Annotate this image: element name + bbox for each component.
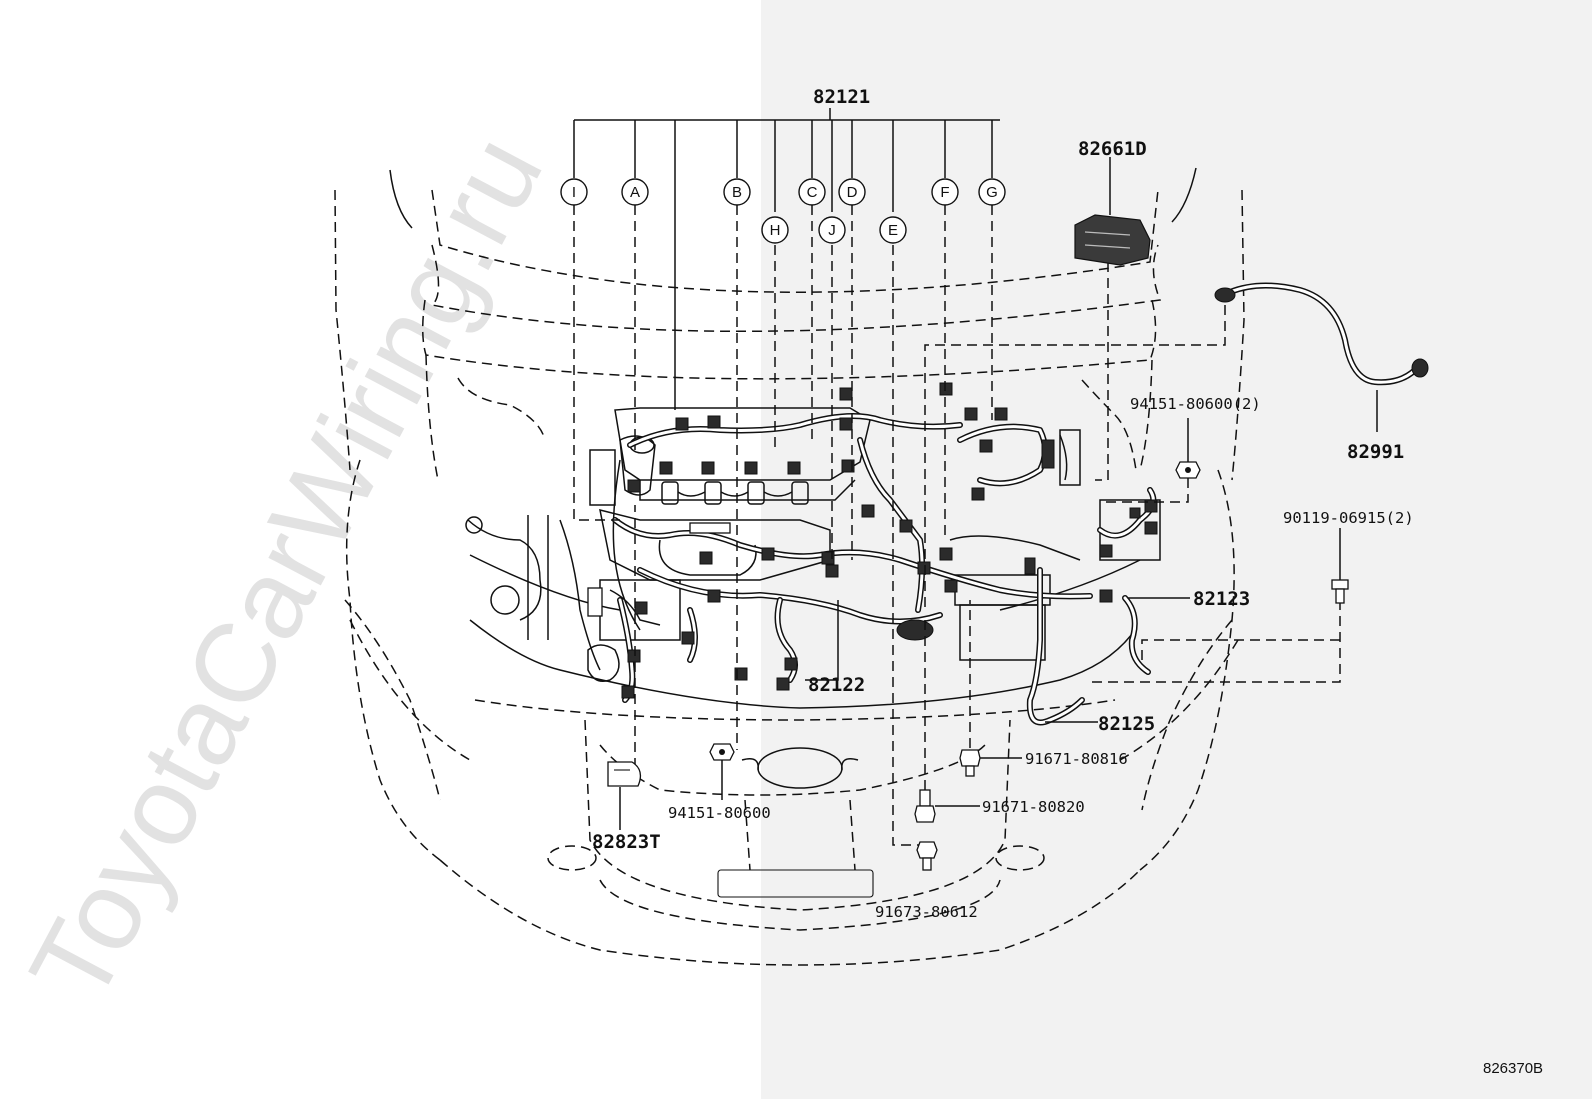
part-bolt-91673-80612[interactable] <box>916 841 938 871</box>
label-82121[interactable]: 82121 <box>813 86 870 108</box>
svg-text:H: H <box>770 222 781 239</box>
label-82823t[interactable]: 82823T <box>592 831 661 853</box>
ground-clamp <box>896 619 934 641</box>
label-94151-80600-2[interactable]: 94151-80600(2) <box>1130 395 1261 413</box>
svg-text:G: G <box>986 184 998 201</box>
label-82122[interactable]: 82122 <box>808 674 865 696</box>
label-94151-80600[interactable]: 94151-80600 <box>668 804 771 822</box>
part-bolt-91671-80816[interactable] <box>959 749 981 777</box>
label-91673-80612[interactable]: 91673-80612 <box>875 903 978 921</box>
engine-bay <box>587 382 1161 726</box>
label-82123[interactable]: 82123 <box>1193 588 1250 610</box>
label-82125[interactable]: 82125 <box>1098 713 1155 735</box>
callout-g[interactable]: G <box>978 178 1006 206</box>
part-nut-94151-80600[interactable] <box>709 743 735 761</box>
callout-d[interactable]: D <box>838 178 866 206</box>
callout-i[interactable]: I <box>560 178 588 206</box>
svg-text:B: B <box>732 184 742 201</box>
vehicle-outline <box>334 167 1245 966</box>
part-bolt-90119-06915[interactable] <box>1331 579 1349 604</box>
part-nut-94151-80600-2[interactable] <box>1175 461 1201 479</box>
callout-h[interactable]: H <box>761 216 789 244</box>
svg-text:E: E <box>888 222 898 239</box>
callout-f[interactable]: F <box>931 178 959 206</box>
label-90119-06915-2[interactable]: 90119-06915(2) <box>1283 509 1414 527</box>
diagram-code: 826370B <box>1483 1060 1543 1077</box>
callout-b[interactable]: B <box>723 178 751 206</box>
svg-text:J: J <box>828 222 836 239</box>
label-82661d[interactable]: 82661D <box>1078 138 1147 160</box>
svg-text:C: C <box>807 184 818 201</box>
part-bolt-91671-80820[interactable] <box>914 789 936 823</box>
label-91671-80816[interactable]: 91671-80816 <box>1025 750 1128 768</box>
svg-text:F: F <box>940 184 949 201</box>
svg-text:I: I <box>572 184 576 201</box>
label-91671-80820[interactable]: 91671-80820 <box>982 798 1085 816</box>
svg-text:D: D <box>847 184 858 201</box>
callout-c[interactable]: C <box>798 178 826 206</box>
label-82991[interactable]: 82991 <box>1347 441 1404 463</box>
part-82661d-relay[interactable] <box>1074 214 1151 266</box>
callout-j[interactable]: J <box>818 216 846 244</box>
shaded-background <box>761 0 1592 1099</box>
watermark: ToyotaCarWiring.ru <box>6 116 566 1021</box>
part-82823t-clamp[interactable] <box>607 761 642 787</box>
leader-lines <box>573 108 1378 846</box>
svg-text:A: A <box>630 184 640 201</box>
callout-e[interactable]: E <box>879 216 907 244</box>
callout-a[interactable]: A <box>621 178 649 206</box>
part-82991-cable[interactable] <box>1214 282 1429 386</box>
